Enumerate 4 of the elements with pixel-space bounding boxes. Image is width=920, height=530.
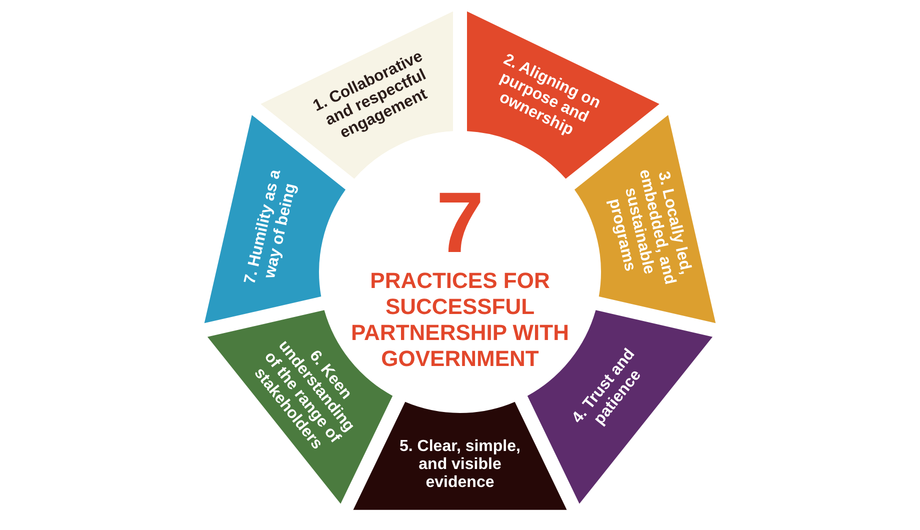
- big-numeral: 7: [436, 187, 484, 260]
- diagram-title: PRACTICES FOR SUCCESSFUL PARTNERSHIP WITH GOVERNMENT: [351, 268, 570, 372]
- practice-text: 7. Humility as a way of being: [241, 168, 300, 288]
- practice-text: 5. Clear, simple, and visible evidence: [399, 438, 521, 492]
